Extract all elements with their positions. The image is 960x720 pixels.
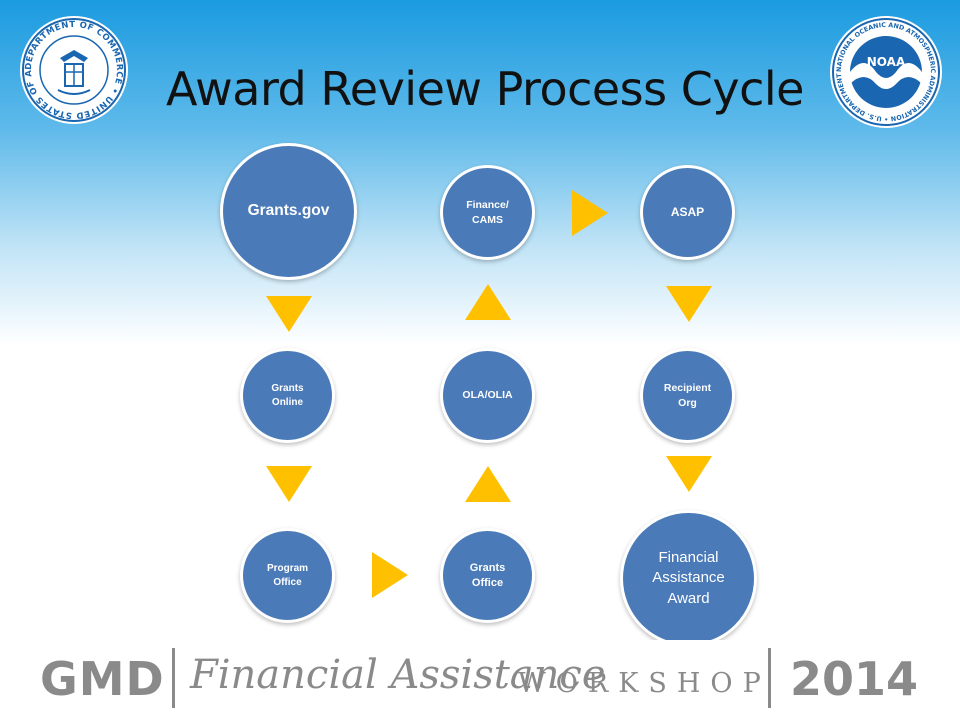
- node-finance-cams-line-2: CAMS: [472, 213, 503, 226]
- footer-divider-1: [172, 648, 175, 708]
- arrow-right-2: [572, 190, 608, 236]
- footer-year: 2014: [790, 652, 919, 706]
- department-of-commerce-seal: DEPARTMENT OF COMMERCE • UNITED STATES O…: [18, 14, 128, 124]
- arrow-down-3: [666, 286, 712, 322]
- footer-banner: [0, 640, 960, 720]
- node-finance-cams: Finance/ CAMS: [440, 165, 535, 260]
- noaa-seal-center-text: NOAA: [867, 55, 906, 69]
- arrow-down-2: [266, 466, 312, 502]
- footer-workshop: WORKSHOP: [518, 668, 771, 699]
- node-finance-cams-line-1: Finance/: [466, 199, 509, 212]
- node-grants-office-line-1: Grants: [469, 561, 506, 574]
- node-award-line-2: Assistance: [652, 569, 725, 587]
- slide-title: Award Review Process Cycle: [166, 62, 804, 116]
- node-program-office: Program Office: [240, 528, 335, 623]
- node-award-line-1: Financial: [658, 549, 719, 567]
- node-grants-gov-label: Grants.gov: [247, 202, 330, 220]
- node-recipient-org-line-2: Org: [678, 396, 697, 409]
- node-award-line-3: Award: [667, 589, 710, 607]
- node-ola-olia: OLA/OLIA: [440, 348, 535, 443]
- arrow-down-1: [266, 296, 312, 332]
- noaa-seal: NATIONAL OCEANIC AND ATMOSPHERIC ADMINIS…: [828, 14, 942, 128]
- node-asap: ASAP: [640, 165, 735, 260]
- footer-financial-assistance: Financial Assistance: [190, 652, 606, 698]
- node-program-office-line-2: Office: [273, 576, 302, 588]
- node-grants-office-line-2: Office: [471, 576, 504, 589]
- node-grants-online-line-2: Online: [271, 396, 304, 408]
- node-ola-olia-label: OLA/OLIA: [462, 389, 513, 402]
- node-financial-assistance-award: Financial Assistance Award: [620, 510, 757, 647]
- arrow-up-1: [465, 466, 511, 502]
- node-grants-online-line-1: Grants: [271, 383, 304, 394]
- arrow-right-1: [372, 552, 408, 598]
- node-grants-online: Grants Online: [240, 348, 335, 443]
- arrow-up-2: [465, 284, 511, 320]
- footer-gmd: GMD: [40, 652, 165, 706]
- node-grants-gov: Grants.gov: [220, 143, 357, 280]
- node-grants-office: Grants Office: [440, 528, 535, 623]
- arrow-down-4: [666, 456, 712, 492]
- footer-divider-2: [768, 648, 771, 708]
- node-asap-label: ASAP: [670, 205, 705, 220]
- node-program-office-line-1: Program: [266, 563, 309, 574]
- node-recipient-org: Recipient Org: [640, 348, 735, 443]
- node-recipient-org-line-1: Recipient: [663, 382, 712, 395]
